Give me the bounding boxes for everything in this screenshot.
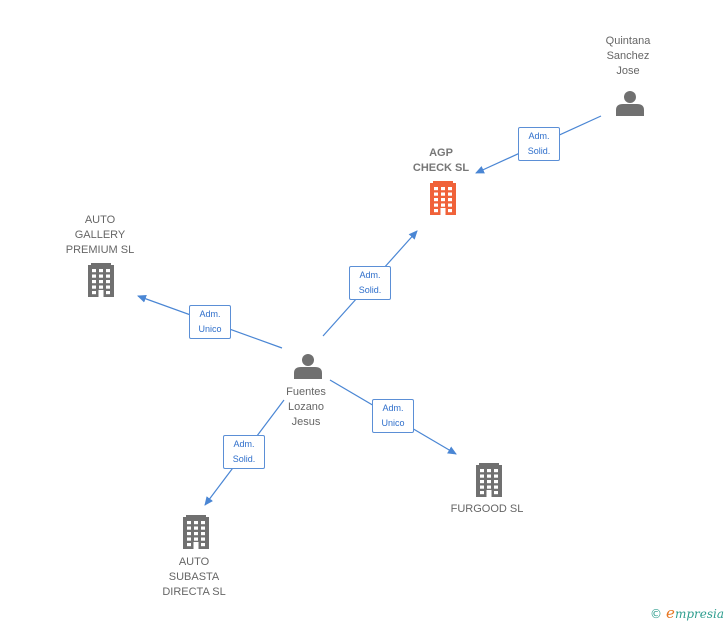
edge-role-line1: Adm. bbox=[528, 131, 550, 141]
node-label-autosubasta[interactable]: AUTO SUBASTA DIRECTA SL bbox=[162, 556, 226, 598]
brand-name-rest: mpresia bbox=[674, 607, 724, 621]
edge-role-line2: Solid. bbox=[358, 285, 382, 295]
edge-role-line2: Unico bbox=[381, 418, 405, 428]
node-label-agp[interactable]: AGP CHECK SL bbox=[412, 147, 470, 174]
node-label-furgood[interactable]: FURGOOD SL bbox=[450, 503, 524, 515]
edge-role-line2: Unico bbox=[198, 324, 222, 334]
edge-label-fuentes-to-autosubasta[interactable]: Adm. Solid. bbox=[223, 435, 265, 469]
edge-role-line2: Solid. bbox=[232, 454, 256, 464]
edge-role-line2: Solid. bbox=[527, 146, 551, 156]
building-icon-autosubasta[interactable] bbox=[183, 515, 209, 549]
edge-role-line1: Adm. bbox=[233, 439, 255, 449]
edge-role-line1: Adm. bbox=[199, 309, 221, 319]
copyright-symbol: © bbox=[650, 607, 663, 621]
edge-role-line1: Adm. bbox=[359, 270, 381, 280]
edge-label-fuentes-to-autogallery[interactable]: Adm. Unico bbox=[189, 305, 231, 339]
building-icon-agp[interactable] bbox=[430, 181, 456, 215]
building-icon-furgood[interactable] bbox=[476, 463, 502, 497]
person-icon-quintana[interactable] bbox=[616, 91, 644, 116]
node-label-fuentes[interactable]: Fuentes Lozano Jesus bbox=[286, 386, 326, 428]
edge-label-quintana-to-agp[interactable]: Adm. Solid. bbox=[518, 127, 560, 161]
edge-role-line1: Adm. bbox=[382, 403, 404, 413]
node-label-quintana[interactable]: Quintana Sanchez Jose bbox=[605, 35, 651, 77]
edge-label-fuentes-to-furgood[interactable]: Adm. Unico bbox=[372, 399, 414, 433]
empresia-brand-logo: ©empresia bbox=[650, 604, 724, 622]
person-icon-fuentes[interactable] bbox=[294, 354, 322, 379]
node-label-autogallery[interactable]: AUTO GALLERY PREMIUM SL bbox=[65, 214, 135, 256]
brand-e: e bbox=[666, 604, 675, 622]
edge-label-fuentes-to-agp[interactable]: Adm. Solid. bbox=[349, 266, 391, 300]
building-icon-autogallery[interactable] bbox=[88, 263, 114, 297]
